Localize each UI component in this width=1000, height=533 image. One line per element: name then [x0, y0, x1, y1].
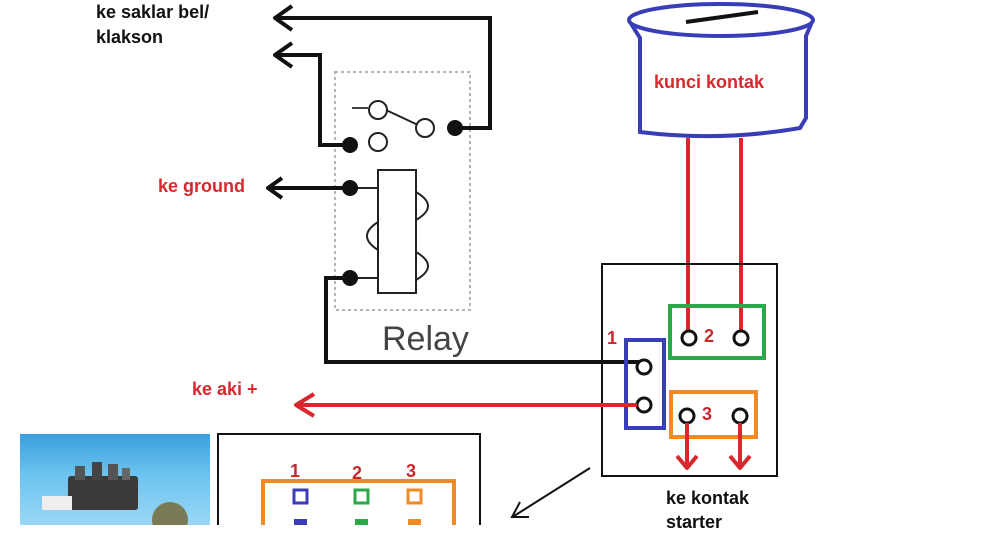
- switch-grid-box: [261, 479, 456, 525]
- relay-label: Relay: [382, 320, 469, 358]
- relay-terminal: [447, 120, 463, 136]
- terminal-3-pin: [731, 407, 749, 425]
- grid-pin-green: [355, 519, 368, 525]
- ignition-key-top: [627, 2, 815, 38]
- key-slot: [685, 10, 759, 24]
- relay-contact: [368, 100, 388, 120]
- ignition-key-body: [628, 20, 814, 139]
- grid-col-2-number: 2: [352, 463, 363, 483]
- horn-wire-top: [275, 16, 492, 130]
- relay-coil-winding: [415, 191, 429, 221]
- ignition-label: kunci kontak: [654, 72, 765, 92]
- terminal-1-pin: [635, 396, 653, 414]
- push-switch-photo: [20, 434, 210, 525]
- horn-label-line1: ke saklar bel/: [96, 2, 210, 22]
- grid-col-1-number: 1: [290, 461, 301, 481]
- relay-terminal: [342, 180, 358, 196]
- relay-contact: [415, 118, 435, 138]
- terminal-2-box: [668, 304, 766, 360]
- pointer-arrow-icon: [513, 467, 591, 517]
- battery-arrow: [294, 392, 316, 418]
- terminal-3-number: 3: [702, 404, 713, 424]
- horn-arrow-top: [273, 4, 294, 32]
- starter-arrow: [728, 454, 752, 470]
- terminal-2-pin: [732, 329, 750, 347]
- relay-coil-winding: [415, 251, 429, 281]
- terminal-2-number: 2: [704, 326, 715, 346]
- grid-pin-green: [353, 488, 370, 505]
- ground-label: ke ground: [158, 176, 246, 196]
- horn-label-line2: klakson: [96, 27, 164, 47]
- grid-pin-orange: [406, 488, 423, 505]
- terminal-2-pin: [680, 329, 698, 347]
- terminal-1-pin: [635, 358, 653, 376]
- terminal-1-number: 1: [607, 328, 618, 348]
- relay-switch-blade: [385, 109, 419, 126]
- terminal-1-box: [624, 338, 666, 430]
- horn-arrow-bottom: [273, 41, 294, 69]
- starter-label-line2: starter: [666, 512, 723, 532]
- ground-arrow: [266, 176, 284, 200]
- switch-photo-icon: [42, 462, 188, 525]
- terminal-3-pin: [678, 407, 696, 425]
- starter-label-line1: ke kontak: [666, 488, 750, 508]
- relay-coil: [377, 169, 417, 294]
- grid-pin-orange: [408, 519, 421, 525]
- relay-terminal: [342, 137, 358, 153]
- switch-panel: [217, 433, 481, 525]
- switch-housing: [601, 263, 778, 477]
- relay-contact: [368, 132, 388, 152]
- terminal-3-box: [669, 390, 758, 439]
- relay-to-terminal1-wire: [324, 276, 640, 364]
- battery-label: ke aki +: [192, 379, 258, 399]
- relay-coil-winding: [366, 221, 379, 251]
- grid-col-3-number: 3: [406, 461, 417, 481]
- relay-box: [334, 71, 471, 311]
- pointer-arrow-head: [510, 501, 529, 518]
- horn-wire-bottom: [275, 53, 350, 147]
- grid-pin-blue: [292, 488, 309, 505]
- grid-pin-blue: [294, 519, 307, 525]
- starter-arrow: [675, 454, 699, 470]
